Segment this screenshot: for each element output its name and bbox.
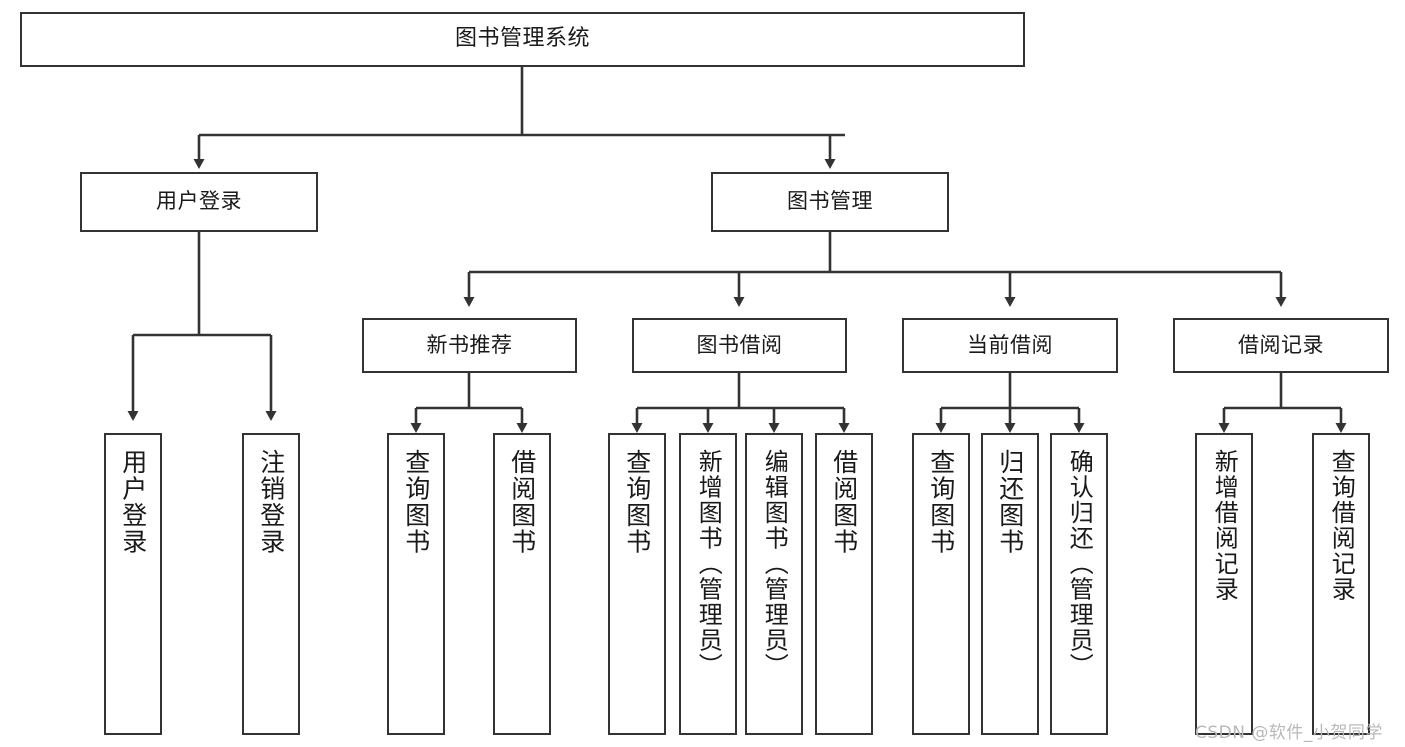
node-current-borrow[interactable]: 当前借阅 — [902, 318, 1118, 373]
node-book-management[interactable]: 图书管理 — [711, 172, 949, 232]
leaf-add-book-admin[interactable]: 新增图书（管理员） — [679, 433, 737, 735]
leaf-query-book-borrow[interactable]: 查询图书 — [608, 433, 666, 735]
node-system-root[interactable]: 图书管理系统 — [20, 12, 1025, 67]
node-label: 确认归还（管理员） — [1065, 449, 1094, 679]
node-label: 查询借阅记录 — [1327, 449, 1356, 602]
node-label: 查询图书 — [622, 449, 652, 555]
node-label: 图书管理系统 — [454, 26, 590, 52]
node-label: 新书推荐 — [426, 332, 513, 357]
node-label: 查询图书 — [401, 449, 431, 555]
leaf-query-borrow-record[interactable]: 查询借阅记录 — [1312, 433, 1370, 735]
leaf-borrow-book-recommend[interactable]: 借阅图书 — [493, 433, 551, 735]
node-label: 查询图书 — [926, 449, 956, 555]
node-label: 编辑图书（管理员） — [760, 449, 789, 679]
leaf-return-book[interactable]: 归还图书 — [981, 433, 1039, 735]
node-label: 用户登录 — [118, 449, 148, 555]
node-label: 借阅记录 — [1238, 332, 1324, 357]
watermark-text: CSDN @软件_小贺同学 — [1195, 723, 1383, 743]
node-label: 图书借阅 — [696, 332, 783, 357]
node-new-book-recommend[interactable]: 新书推荐 — [362, 318, 577, 373]
node-label: 借阅图书 — [507, 449, 537, 555]
node-label: 新增借阅记录 — [1210, 449, 1239, 602]
node-label: 当前借阅 — [967, 332, 1053, 357]
leaf-borrow-book[interactable]: 借阅图书 — [815, 433, 873, 735]
node-label: 用户登录 — [156, 189, 242, 214]
node-user-login[interactable]: 用户登录 — [80, 172, 318, 232]
leaf-logout[interactable]: 注销登录 — [242, 433, 300, 735]
leaf-query-book-recommend[interactable]: 查询图书 — [387, 433, 445, 735]
node-label: 新增图书（管理员） — [694, 449, 723, 679]
leaf-confirm-return-admin[interactable]: 确认归还（管理员） — [1050, 433, 1108, 735]
node-label: 借阅图书 — [829, 449, 859, 555]
leaf-user-login[interactable]: 用户登录 — [104, 433, 162, 735]
node-label: 注销登录 — [256, 449, 286, 555]
leaf-edit-book-admin[interactable]: 编辑图书（管理员） — [745, 433, 803, 735]
leaf-query-book-current[interactable]: 查询图书 — [912, 433, 970, 735]
node-label: 归还图书 — [995, 449, 1025, 555]
node-borrow-record[interactable]: 借阅记录 — [1173, 318, 1389, 373]
node-label: 图书管理 — [787, 189, 873, 214]
leaf-add-borrow-record[interactable]: 新增借阅记录 — [1195, 433, 1253, 735]
node-book-borrow[interactable]: 图书借阅 — [632, 318, 847, 373]
